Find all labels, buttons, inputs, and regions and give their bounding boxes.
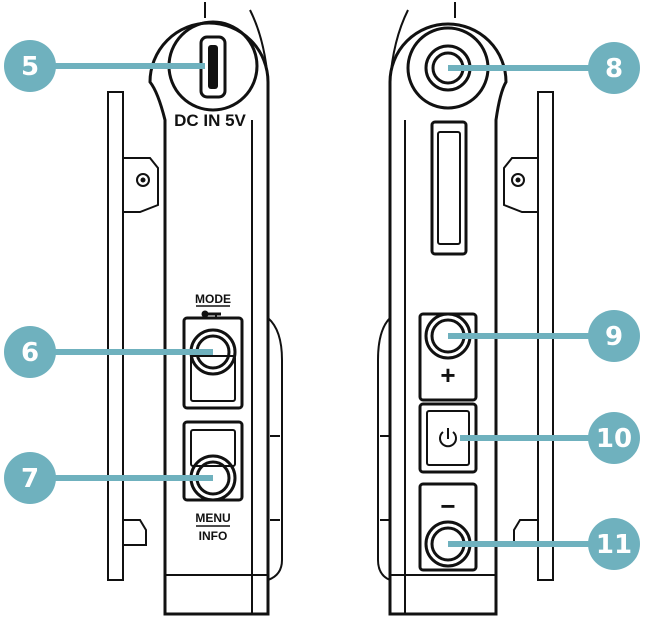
- mode-label: MODE: [195, 292, 231, 306]
- callout-7-number: 7: [21, 464, 39, 494]
- menu-info-button[interactable]: [184, 422, 242, 500]
- right-device: + −: [378, 2, 553, 614]
- callout-6-number: 6: [21, 338, 39, 368]
- callout-5-number: 5: [21, 52, 39, 82]
- slide-switch[interactable]: [432, 122, 466, 254]
- callout-10-number: 10: [596, 424, 632, 454]
- info-label: INFO: [199, 529, 228, 543]
- dc-in-label: DC IN 5V: [174, 111, 246, 130]
- volume-down-button[interactable]: −: [420, 484, 476, 570]
- power-icon: [440, 428, 456, 446]
- plus-icon: +: [440, 360, 455, 390]
- callout-8-number: 8: [605, 54, 623, 84]
- left-device: DC IN 5V MODE MENU INFO: [108, 2, 282, 614]
- mode-button[interactable]: [184, 318, 242, 408]
- minus-icon: −: [440, 491, 455, 521]
- left-clip: [108, 92, 158, 580]
- callout-9-number: 9: [605, 322, 623, 352]
- menu-label: MENU: [195, 511, 230, 525]
- volume-up-button[interactable]: +: [420, 314, 476, 400]
- callout-11-number: 11: [596, 530, 632, 560]
- callouts: 5 6 7 8 9 10 11: [4, 40, 640, 570]
